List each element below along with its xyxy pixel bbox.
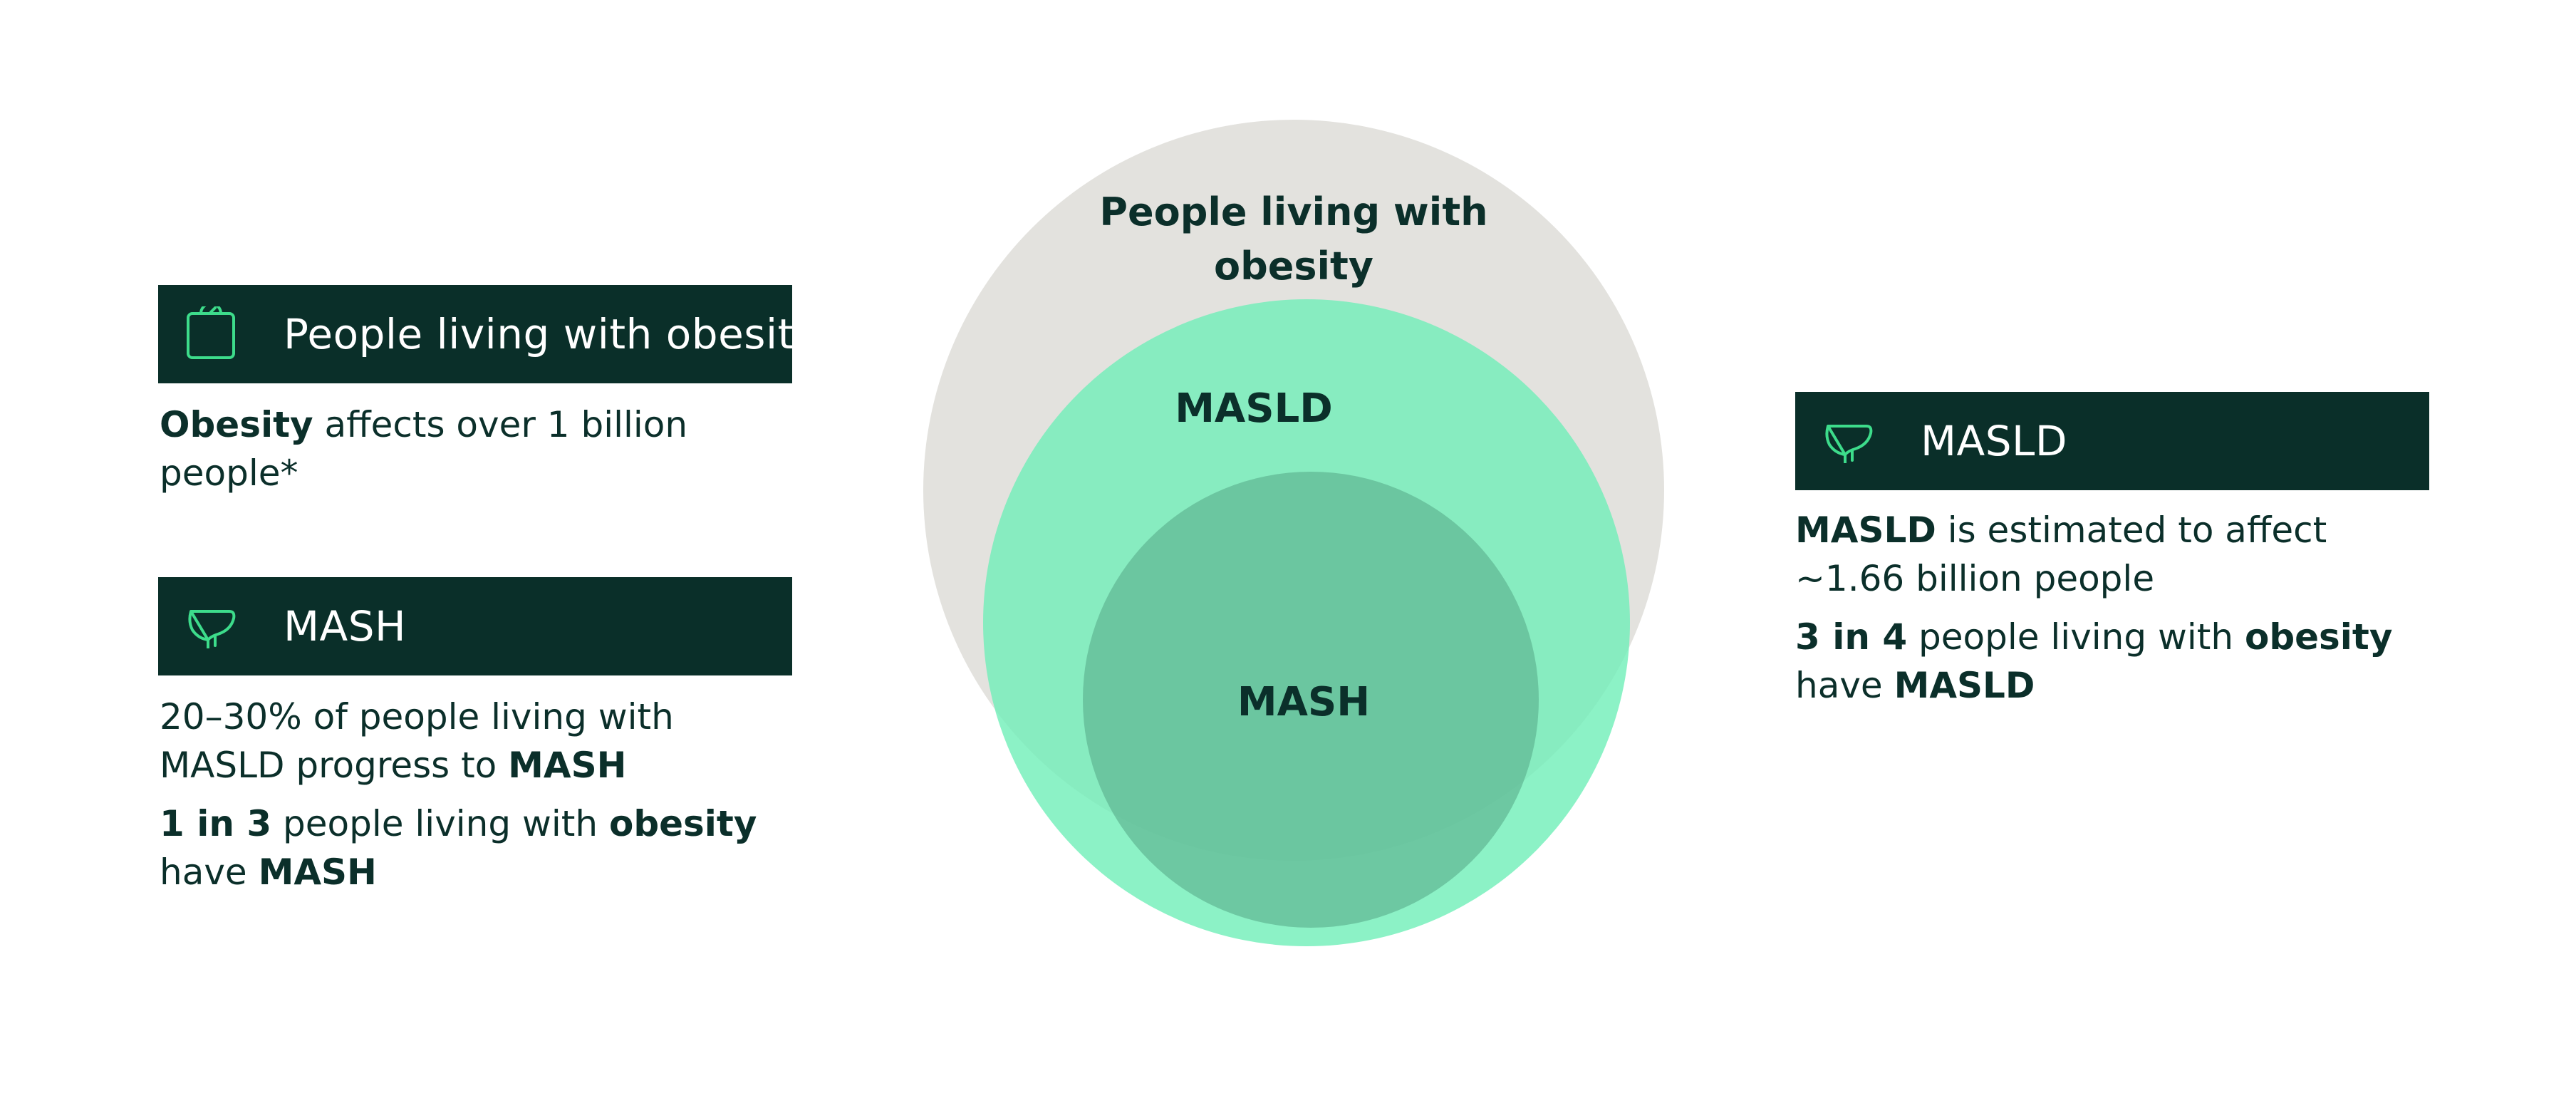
mash-circle-label: MASH xyxy=(1237,679,1370,725)
obesity-header: People living with obesity xyxy=(158,285,819,383)
obesity-header-label: People living with obesity xyxy=(284,310,819,358)
mash-line1-a: 20–30% of people living with MASLD progr… xyxy=(160,696,674,786)
masld-line1-a: MASLD xyxy=(1795,509,1936,551)
masld-description-line1: MASLD is estimated to affect ~1.66 billi… xyxy=(1795,506,2436,603)
mash-header-label: MASH xyxy=(284,602,407,651)
masld-circle-label: MASLD xyxy=(1175,385,1333,432)
mash-description: 20–30% of people living with MASLD progr… xyxy=(160,693,801,906)
masld-header-label: MASLD xyxy=(1921,417,2068,465)
liver-icon xyxy=(188,610,236,648)
obesity-circle-label-line1: People living with xyxy=(1099,190,1487,234)
scale-icon xyxy=(187,306,235,359)
mash-line2-e: MASH xyxy=(258,851,377,893)
masld-line2-d: have xyxy=(1795,665,1894,706)
mash-description-line1: 20–30% of people living with MASLD progr… xyxy=(160,693,801,789)
mash-description-line2: 1 in 3 people living with obesity have M… xyxy=(160,799,801,896)
masld-description-line2: 3 in 4 people living with obesity have M… xyxy=(1795,613,2436,710)
mash-circle xyxy=(1083,472,1539,928)
obesity-description-text: Obesity affects over 1 billion people* xyxy=(160,400,801,497)
masld-header: MASLD xyxy=(1795,392,2429,490)
masld-line1-b: is estimated to affect ~1.66 billion peo… xyxy=(1795,509,2327,599)
obesity-circle-label-line2: obesity xyxy=(1214,244,1373,289)
mash-line2-a: 1 in 3 xyxy=(160,803,272,844)
mash-line2-d: have xyxy=(160,851,259,893)
mash-line1-b: MASH xyxy=(508,745,627,786)
masld-line2-b: people living with xyxy=(1907,616,2245,658)
mash-line2-c: obesity xyxy=(608,803,757,844)
obesity-description: Obesity affects over 1 billion people* xyxy=(160,400,801,507)
masld-line2-a: 3 in 4 xyxy=(1795,616,1908,658)
masld-line2-e: MASLD xyxy=(1894,665,2035,706)
masld-description: MASLD is estimated to affect ~1.66 billi… xyxy=(1795,506,2436,720)
obesity-rest: affects over 1 billion people* xyxy=(160,404,688,494)
masld-line2-c: obesity xyxy=(2244,616,2393,658)
mash-line2-b: people living with xyxy=(271,803,609,844)
mash-header: MASH xyxy=(158,577,792,675)
liver-icon xyxy=(1825,425,1873,463)
obesity-bold: Obesity xyxy=(160,404,313,445)
